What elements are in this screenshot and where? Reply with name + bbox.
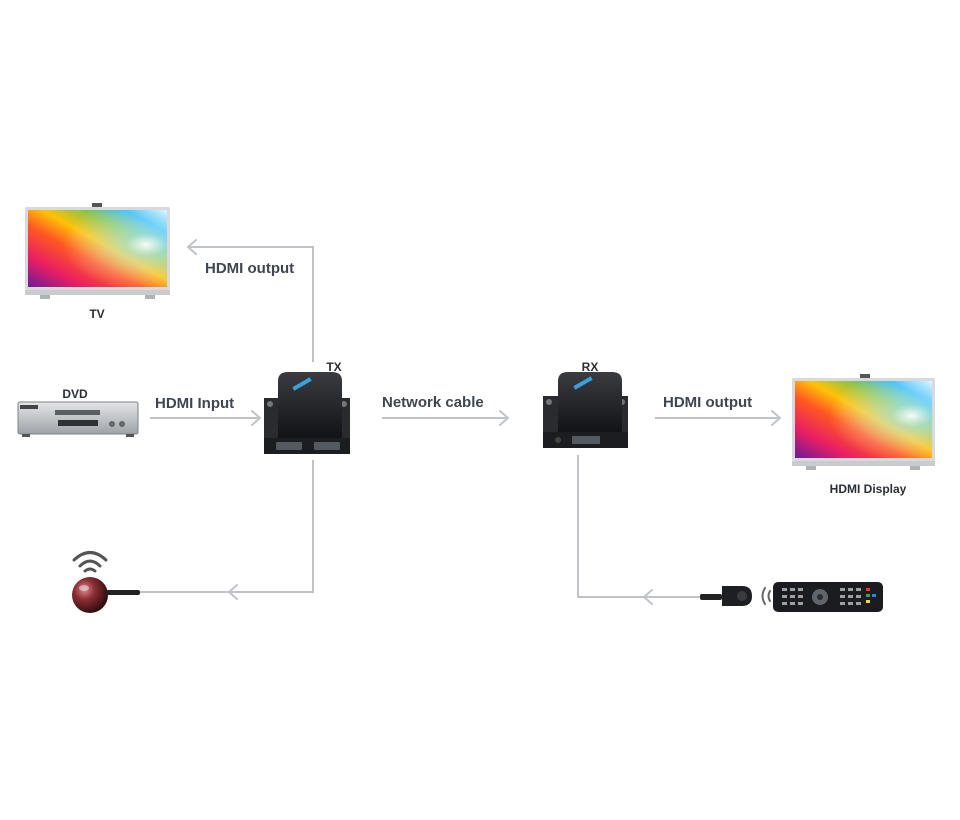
tx-screw [267,401,273,407]
remote-control-icon [773,582,883,612]
tv-bottom-bar [25,290,170,295]
hdmi-extender-transmitter-icon [264,372,350,454]
dvd-foot [126,434,134,437]
dvd-tray [55,410,100,415]
ir-receiver-to-rx-arrowhead [643,589,653,605]
dvd-button [119,421,125,427]
hdmi-output-top-label: HDMI output [205,260,294,277]
tx-to-ir-emitter-arrowhead [228,584,238,600]
network-cable-label: Network cable [382,394,484,411]
tx-hdmi-port-1 [276,442,302,450]
ir-blaster-icon [72,551,140,613]
rx-to-display-arrowhead [771,410,781,426]
network-cable-arrowhead [499,410,509,426]
display-camera [860,374,870,379]
dvd-body [17,401,139,435]
tv-label: TV [89,307,104,321]
remote-red-button [866,588,870,591]
tx-housing [278,372,342,438]
ir-receiver-eye [737,591,747,601]
dvd-label: DVD [62,387,88,401]
display-foot-right [910,466,920,470]
dvd-player-icon [17,401,139,437]
monitor-icon [792,374,935,470]
rx-screw [546,399,552,405]
display-bottom-bar [792,461,935,466]
hdmi-output-right-label: HDMI output [663,394,752,411]
ir-receiver-icon [700,586,752,606]
display-screen-glow [795,381,932,458]
tx-label: TX [326,360,341,374]
tx-to-ir-emitter-line [140,460,314,593]
tx-logo [292,377,312,391]
ir-emitter-highlight [79,585,89,591]
connector-lines [140,239,781,605]
dvd-to-tx-arrowhead [251,410,261,426]
rx-logo [573,376,593,390]
tv-foot-right [145,295,155,299]
dvd-brand [20,405,38,409]
hdmi-display-label: HDMI Display [830,482,907,496]
ir-emitter-head [72,577,108,613]
dvd-foot [22,434,30,437]
hdmi-extender-receiver-icon [543,372,628,448]
signal-waves-icon [761,587,771,605]
remote-blue-button [872,594,876,597]
tv-screen-glow [28,210,167,287]
wifi-signal-icon [72,551,108,573]
tx-to-tv-arrowhead [187,239,197,255]
ir-emitter-cable [106,590,140,595]
remote-dpad-center [817,594,823,600]
tv-icon [25,203,170,299]
remote-yellow-button [866,600,870,603]
ir-receiver-to-rx-line [577,455,700,598]
tv-foot-left [40,295,50,299]
remote-green-button [866,594,870,597]
dvd-display [58,420,98,426]
dvd-button [109,421,115,427]
ir-receiver-cable [700,594,722,600]
tx-hdmi-port-2 [314,442,340,450]
rx-label: RX [582,360,599,374]
tx-to-tv-line [188,246,314,362]
hdmi-input-label: HDMI Input [155,395,234,412]
tv-camera [92,203,102,208]
rx-hdmi-port [572,436,600,444]
display-foot-left [806,466,816,470]
tx-screw [341,401,347,407]
rx-ir-jack [555,437,561,443]
remote-buttons [782,588,861,605]
